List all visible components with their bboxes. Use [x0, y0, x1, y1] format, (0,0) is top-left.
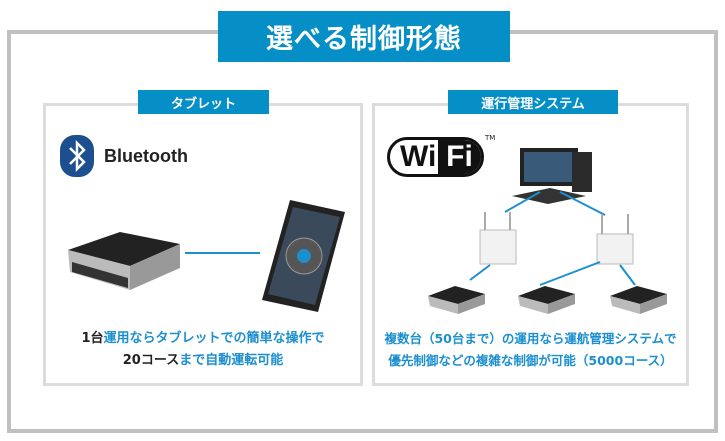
network-line	[469, 264, 491, 281]
tablet-caption: 1台運用ならタブレットでの簡単な操作で 20コースまで自動運転可能	[46, 328, 360, 372]
bluetooth-label: Bluetooth	[104, 145, 188, 166]
robot-image	[518, 286, 575, 314]
wifi-logo: Wi Fi	[387, 137, 484, 177]
robot-image	[428, 286, 485, 314]
caption-text: 1台	[81, 331, 104, 346]
robot-image	[610, 286, 667, 314]
router-image	[596, 214, 634, 265]
router-image	[479, 212, 517, 265]
network-line	[539, 261, 601, 286]
network-line	[504, 191, 541, 213]
tablet-image	[262, 200, 345, 312]
bluetooth-icon	[60, 135, 94, 177]
network-line	[619, 264, 636, 286]
tablet-tag: タブレット	[138, 90, 269, 114]
network-line	[559, 191, 606, 216]
page-title: 選べる制御形態	[218, 11, 510, 62]
trademark-mark: TM	[485, 134, 496, 142]
caption-text: まで自動運転可能	[179, 353, 284, 368]
caption-text: 優先制御などの複雑な制御が可能（5000コース）	[388, 353, 673, 368]
caption-text: 20コース	[122, 353, 180, 368]
wifi-logo-fi: Fi	[438, 140, 481, 174]
system-tag: 運行管理システム	[448, 90, 618, 114]
caption-text: 複数台（50台まで）の運用なら運航管理システムで	[384, 331, 677, 346]
system-caption: 複数台（50台まで）の運用なら運航管理システムで 優先制御などの複雑な制御が可能…	[372, 328, 689, 372]
pc-image	[512, 148, 592, 204]
robot-image	[68, 232, 180, 290]
bluetooth-logo: Bluetooth	[60, 135, 188, 177]
caption-text: 運用ならタブレットでの簡単な操作で	[103, 331, 325, 346]
wifi-logo-wi: Wi	[400, 140, 437, 173]
